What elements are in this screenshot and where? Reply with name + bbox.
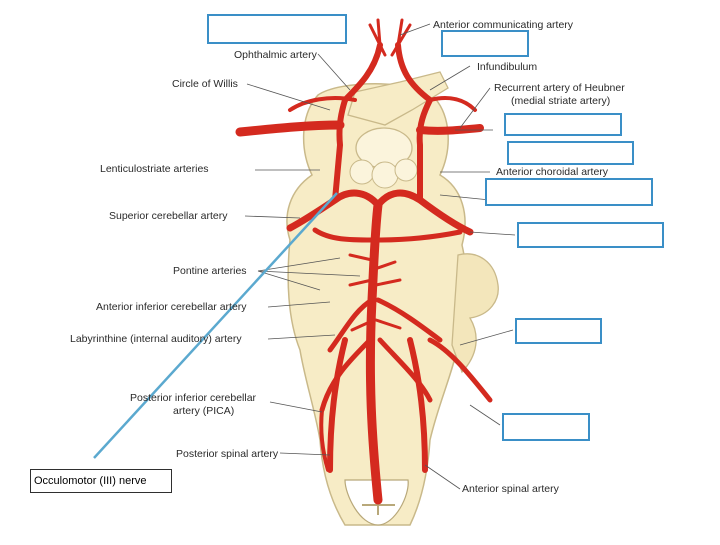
blank-box-5[interactable]: [485, 178, 653, 206]
blank-box-2[interactable]: [441, 30, 529, 57]
artery-network: [235, 18, 493, 505]
pointer-line: [93, 192, 338, 459]
blank-box-8[interactable]: [502, 413, 590, 441]
label-heubner-line2: (medial striate artery): [511, 95, 611, 107]
label-infundibulum: Infundibulum: [477, 61, 538, 73]
label-heubner-line1: Recurrent artery of Heubner: [494, 82, 625, 94]
blank-box-6[interactable]: [517, 222, 664, 248]
blank-box-1[interactable]: [207, 14, 347, 44]
label-anterior-spinal-artery: Anterior spinal artery: [462, 483, 559, 495]
blank-box-3[interactable]: [504, 113, 622, 136]
label-pontine-arteries: Pontine arteries: [173, 265, 247, 277]
label-ophthalmic-artery: Ophthalmic artery: [234, 49, 317, 61]
leader-lines: [244, 23, 516, 490]
label-pica-line1: Posterior inferior cerebellar: [130, 392, 257, 404]
blank-box-7[interactable]: [515, 318, 602, 344]
blank-box-4[interactable]: [507, 141, 634, 165]
label-circle-of-willis: Circle of Willis: [172, 78, 238, 90]
label-posterior-spinal-artery: Posterior spinal artery: [176, 448, 279, 460]
label-anterior-choroidal-artery: Anterior choroidal artery: [496, 166, 609, 178]
label-labyrinthine-artery: Labyrinthine (internal auditory) artery: [70, 333, 242, 345]
label-superior-cerebellar-artery: Superior cerebellar artery: [109, 210, 228, 222]
label-pica-line2: artery (PICA): [173, 405, 235, 417]
label-anterior-communicating-artery: Anterior communicating artery: [433, 19, 574, 31]
label-aica: Anterior inferior cerebellar artery: [96, 301, 247, 313]
answer-box-occulomotor-nerve: Occulomotor (III) nerve: [30, 469, 172, 493]
label-lenticulostriate-arteries: Lenticulostriate arteries: [100, 163, 209, 175]
